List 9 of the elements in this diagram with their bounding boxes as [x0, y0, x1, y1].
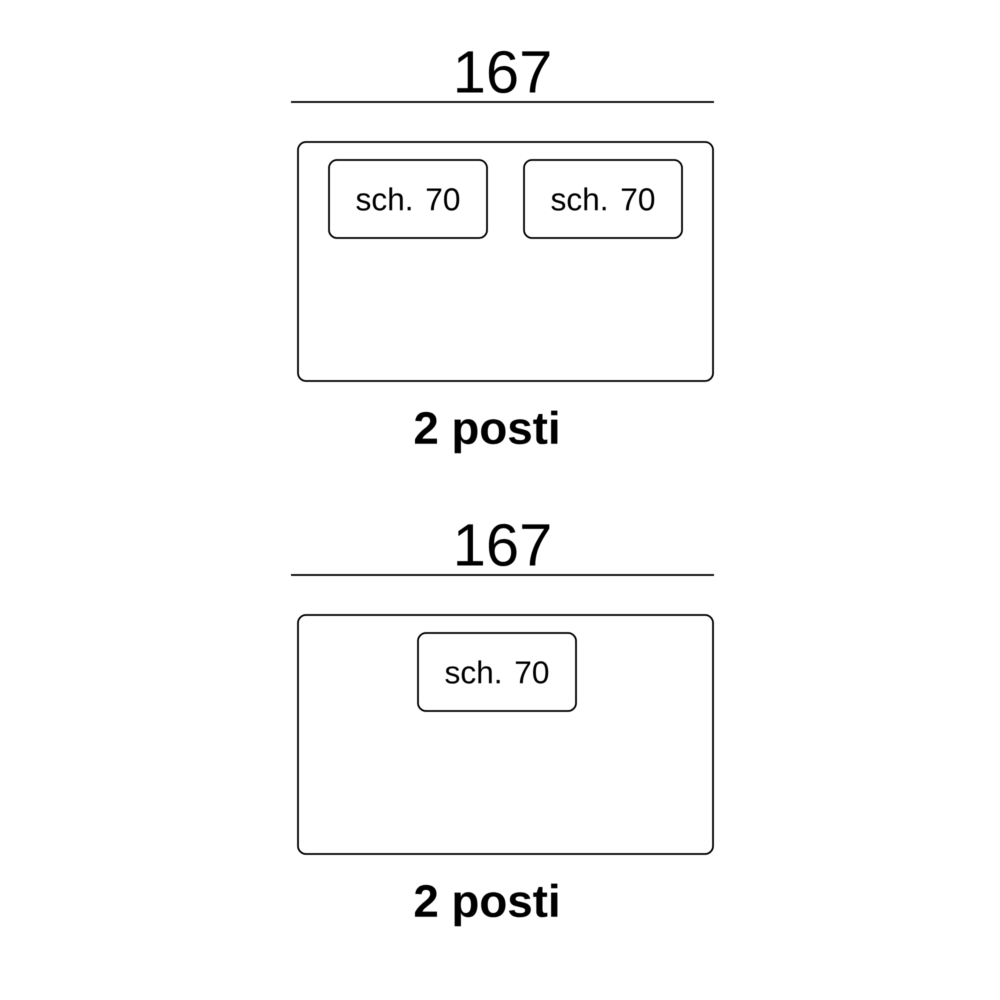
label-box: sch. 70: [328, 159, 488, 239]
label-box: sch. 70: [417, 632, 577, 712]
label-box: sch. 70: [523, 159, 683, 239]
dimension-label: 167: [457, 50, 550, 94]
node-label: 2 posti: [415, 410, 558, 454]
outline-box: [297, 141, 714, 382]
node-label: 2 posti: [415, 884, 558, 926]
outline-box: [297, 614, 714, 855]
dimension-label: 167: [457, 524, 550, 566]
